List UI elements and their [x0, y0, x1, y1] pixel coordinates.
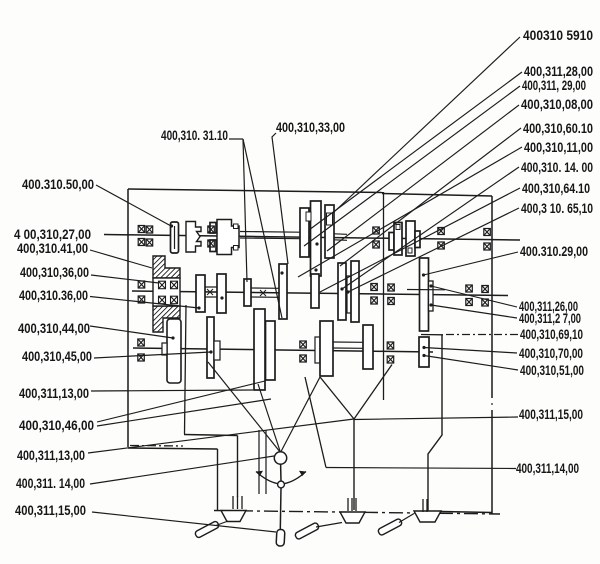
svg-text:400,310,33,00: 400,310,33,00	[276, 120, 345, 135]
svg-text:400,310,51,00: 400,310,51,00	[520, 363, 584, 378]
svg-text:400,310.41,00: 400,310.41,00	[17, 241, 88, 256]
svg-text:400,311,15,00: 400,311,15,00	[519, 407, 583, 422]
svg-text:400,310,08,00: 400,310,08,00	[521, 97, 593, 112]
svg-text:400,310,36,00: 400,310,36,00	[20, 265, 89, 280]
svg-text:400,310,11,00: 400,310,11,00	[524, 140, 593, 155]
svg-text:400,311,28,00: 400,311,28,00	[524, 64, 593, 79]
svg-text:400.310.29,00: 400.310.29,00	[520, 244, 588, 259]
svg-text:400,310. 31.10: 400,310. 31.10	[161, 128, 228, 143]
svg-text:400,311,13,00: 400,311,13,00	[17, 448, 85, 463]
svg-text:400,310,60.10: 400,310,60.10	[523, 121, 593, 136]
svg-text:400,310,64.10: 400,310,64.10	[522, 181, 590, 196]
svg-text:400,311. 14,00: 400,311. 14,00	[16, 476, 85, 491]
svg-text:400,311, 29,00: 400,311, 29,00	[522, 78, 586, 93]
svg-text:400,311,14,00: 400,311,14,00	[516, 461, 579, 476]
svg-text:400310 5910: 400310 5910	[523, 28, 593, 43]
svg-text:400,311,15,00: 400,311,15,00	[15, 503, 86, 518]
svg-text:400,311,13,00: 400,311,13,00	[19, 386, 89, 401]
svg-text:4 00,310,27,00: 4 00,310,27,00	[14, 227, 91, 242]
svg-text:400,311,2 7,00: 400,311,2 7,00	[519, 311, 581, 326]
svg-text:400,310,45,00: 400,310,45,00	[22, 349, 92, 364]
svg-text:400,310,44,00: 400,310,44,00	[18, 321, 90, 336]
svg-text:400,310,69,10: 400,310,69,10	[520, 327, 583, 342]
svg-text:400,310,70,00: 400,310,70,00	[519, 346, 583, 361]
svg-text:400,310.36,00: 400,310.36,00	[19, 288, 88, 303]
svg-text:400,311,26,00: 400,311,26,00	[519, 299, 578, 314]
svg-text:400.310.50,00: 400.310.50,00	[22, 177, 94, 192]
svg-text:400,3 10. 65,10: 400,3 10. 65,10	[521, 201, 593, 216]
svg-text:400,310. 14. 00: 400,310. 14. 00	[521, 160, 593, 175]
svg-text:400,310,46,00: 400,310,46,00	[19, 418, 94, 433]
